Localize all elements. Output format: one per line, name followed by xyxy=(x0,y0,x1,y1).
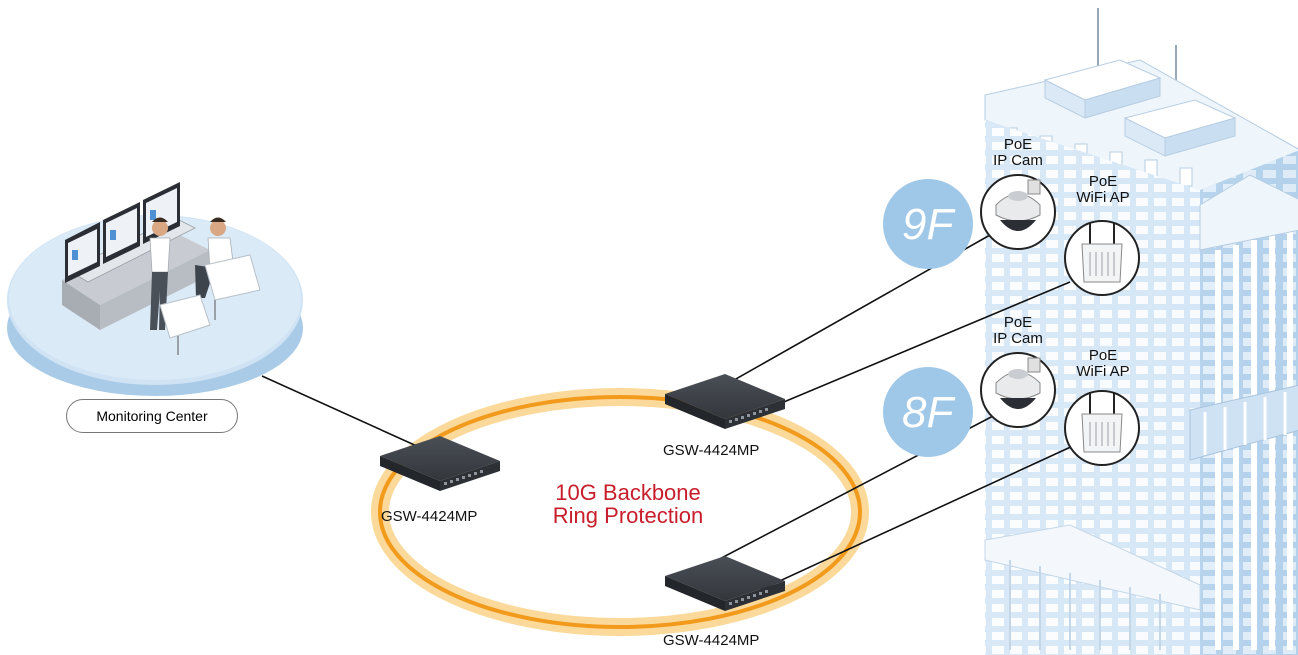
operator-icon xyxy=(149,217,261,355)
ap-label-8f-line1: PoE xyxy=(1088,347,1118,364)
ap-label-9f-line1: PoE xyxy=(1088,173,1118,190)
switch-label-bottom: GSW-4424MP xyxy=(663,632,760,649)
switch-icon xyxy=(665,556,785,611)
monitoring-center-label: Monitoring Center xyxy=(66,399,238,433)
switch-icon xyxy=(665,374,785,429)
building-icon xyxy=(984,8,1298,655)
switch-icon xyxy=(380,436,500,491)
ap-label-9f-line2: WiFi AP xyxy=(1076,188,1130,206)
ring-title: 10G Backbone Ring Protection xyxy=(528,481,728,527)
dome-camera-icon xyxy=(980,352,1056,428)
floor-badge-8f xyxy=(883,367,973,457)
camera-label-8f-line1: PoE xyxy=(1003,314,1033,331)
switch-label-left: GSW-4424MP xyxy=(381,508,478,525)
floor-badge-9f xyxy=(883,179,973,269)
camera-label-9f-line1: PoE xyxy=(1003,136,1033,153)
access-point-icon xyxy=(1064,220,1140,296)
ap-label-9f: PoE WiFi AP xyxy=(1070,174,1136,206)
floor-label-8f: 8F xyxy=(902,388,954,437)
ring-title-line1: 10G Backbone xyxy=(555,480,701,505)
ap-label-8f-line2: WiFi AP xyxy=(1076,362,1130,380)
ap-label-8f: PoE WiFi AP xyxy=(1070,348,1136,380)
camera-label-8f: PoE IP Cam xyxy=(990,315,1046,347)
backbone-ring xyxy=(371,388,869,636)
camera-label-9f-line2: IP Cam xyxy=(993,151,1043,169)
monitoring-center-text: Monitoring Center xyxy=(96,408,208,424)
floor-label-9f: 9F xyxy=(902,200,954,249)
camera-label-8f-line2: IP Cam xyxy=(993,329,1043,347)
camera-label-9f: PoE IP Cam xyxy=(990,137,1046,169)
switch-label-top: GSW-4424MP xyxy=(663,442,760,459)
dome-camera-icon xyxy=(980,174,1056,250)
access-point-icon xyxy=(1064,390,1140,466)
ring-title-line2: Ring Protection xyxy=(552,503,704,529)
